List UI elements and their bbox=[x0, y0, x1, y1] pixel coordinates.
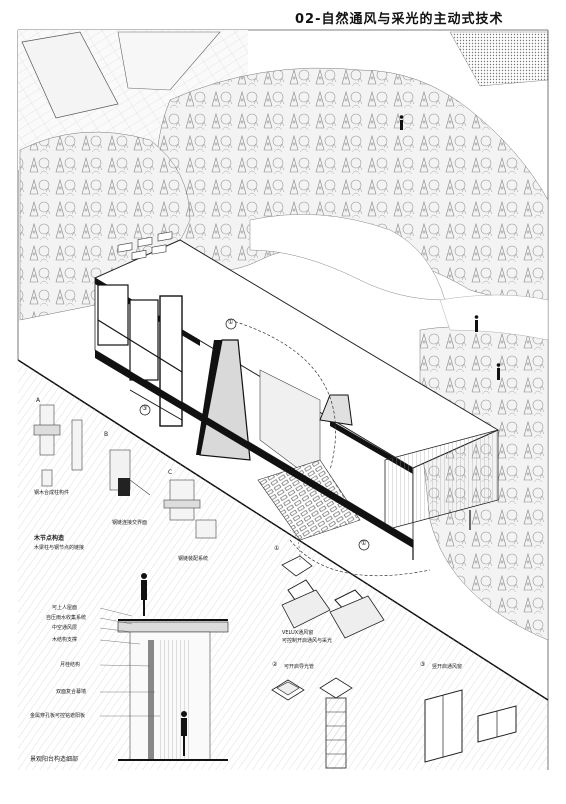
main-building-axon bbox=[93, 231, 500, 577]
marker-label-3: ③ bbox=[142, 405, 148, 412]
ventilation-chimney-2 bbox=[319, 394, 353, 426]
figure-people bbox=[399, 115, 501, 380]
velux-diagram bbox=[281, 529, 385, 639]
diag-marker-2: ② bbox=[272, 661, 278, 668]
label-window: 竖开启通风窗 bbox=[432, 664, 463, 670]
label-velux-2: 可控制开启通风与采光 bbox=[282, 638, 333, 644]
chimney-dark-face bbox=[196, 340, 222, 455]
joint-cap-c: C bbox=[168, 469, 173, 476]
diag-marker-3: ③ bbox=[420, 661, 426, 668]
joint-detail-c bbox=[163, 479, 217, 539]
label-joint-b: 钢链连接交界面 bbox=[112, 520, 148, 526]
base-slab bbox=[95, 350, 413, 548]
label-joint-a: 钢木合成柱构件 bbox=[34, 490, 70, 496]
wall-section-detail bbox=[99, 573, 229, 761]
light-tube-diagram bbox=[271, 677, 353, 769]
marker-circle-3 bbox=[139, 404, 151, 416]
label-section-6: 双面复合幕墙 bbox=[56, 689, 87, 695]
gravel-patch bbox=[449, 31, 549, 87]
label-section-7: 金属穿孔板可控铭遮阳板 bbox=[30, 713, 86, 719]
diag-marker-1: ① bbox=[274, 545, 280, 552]
label-section-3: 中空通风层 bbox=[52, 625, 78, 631]
page-title: 02-自然通风与采光的主动式技术 bbox=[295, 12, 504, 27]
label-section-1: 可上人屋面 bbox=[52, 605, 78, 611]
label-wood-joint-sub: 木梁柱与钢节点的链接 bbox=[34, 545, 85, 551]
label-wood-joint-title: 木节点构造 bbox=[34, 535, 65, 542]
label-joint-c: 钢链装配系统 bbox=[178, 556, 209, 562]
label-section-caption: 景观阳台构造细部 bbox=[30, 756, 79, 763]
building-block-topleft bbox=[21, 31, 119, 119]
marker-circle-dim bbox=[358, 539, 370, 551]
marker-label-1: ① bbox=[228, 319, 234, 326]
building-block-topmid bbox=[117, 31, 221, 91]
marker-circle-1 bbox=[225, 318, 237, 330]
label-section-2: 自压雨水收集系统 bbox=[46, 615, 87, 621]
ventilation-chimney bbox=[199, 339, 251, 461]
airflow-arc bbox=[229, 319, 336, 471]
glazed-facade bbox=[384, 429, 499, 531]
joint-detail-b bbox=[109, 449, 151, 496]
label-section-4: 木结构支撑 bbox=[52, 637, 78, 643]
label-velux-1: VELUX通风窗 bbox=[282, 630, 314, 636]
joint-cap-b: B bbox=[104, 431, 109, 438]
airflow-arc-2 bbox=[289, 539, 431, 577]
site-background bbox=[18, 30, 549, 641]
label-dome: 可开启导光管 bbox=[284, 664, 315, 670]
vent-window-diagram bbox=[424, 689, 517, 763]
joint-cap-a: A bbox=[36, 397, 41, 404]
roof-skylights bbox=[117, 231, 173, 261]
marker-label-dim: ① bbox=[361, 540, 367, 547]
lawn-right bbox=[439, 294, 549, 341]
label-section-5: 月桂结构 bbox=[60, 662, 81, 668]
auditorium-seating bbox=[257, 459, 361, 541]
joint-detail-a bbox=[33, 404, 83, 487]
